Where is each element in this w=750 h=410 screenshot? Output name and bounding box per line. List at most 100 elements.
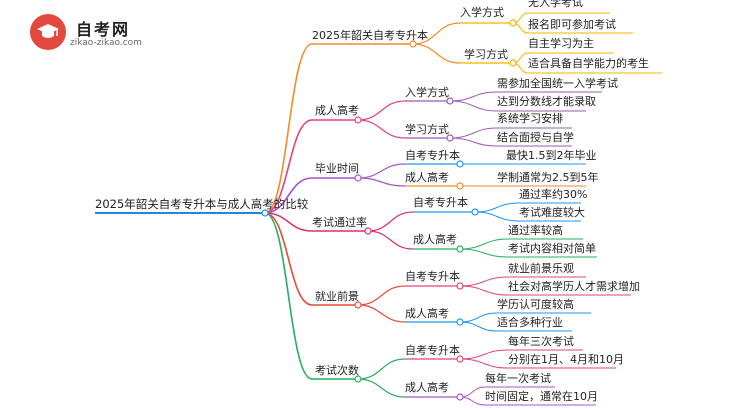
child-dot <box>446 97 454 105</box>
child-connector <box>412 43 461 64</box>
root-node: 2025年韶关自考专升本与成人高考的比较 <box>95 197 309 217</box>
leaf-label: 最快1.5到2年毕业 <box>506 148 597 162</box>
child-label: 入学方式 <box>460 5 504 19</box>
leaf-node: 需参加全国统一入学考试 达到分数线才能录取 <box>497 76 618 108</box>
leaf-connector <box>459 312 498 323</box>
site-logo[interactable]: 自考网 zikao-zikao.com <box>30 14 160 54</box>
child-dot <box>509 19 517 27</box>
child-node[interactable]: 入学方式 <box>405 85 449 99</box>
leaf-label: 时间固定，通常在10月 <box>485 389 598 403</box>
child-label: 成人高考 <box>413 232 457 246</box>
leaf-label: 适合多种行业 <box>497 315 563 329</box>
branch-node[interactable]: 毕业时间 <box>315 162 359 175</box>
root-dot <box>261 209 269 217</box>
leaf-connector <box>459 358 509 369</box>
child-connector <box>412 22 461 45</box>
leaf-label: 通过率较高 <box>508 223 563 237</box>
leaf-label: 达到分数线才能录取 <box>497 94 596 108</box>
leaf-node: 每年一次考试 时间固定，通常在10月 <box>485 371 598 403</box>
child-dot <box>456 182 464 190</box>
child-node[interactable]: 成人高考 <box>413 232 457 246</box>
child-dot <box>456 282 464 290</box>
branch-dot <box>409 40 417 48</box>
leaf-connector <box>449 91 498 102</box>
child-node[interactable]: 自考专升本 <box>405 343 460 357</box>
leaf-node: 系统学习安排 结合面授与自学 <box>497 111 574 144</box>
child-node[interactable]: 自考专升本 <box>405 269 460 283</box>
leaf-label: 学制通常为2.5到5年 <box>497 170 599 184</box>
leaf-label: 无入学考试 <box>528 0 583 9</box>
child-node[interactable]: 自考专升本 <box>405 148 460 162</box>
child-connector <box>357 177 406 187</box>
child-connector <box>357 304 406 323</box>
branch-node[interactable]: 成人高考 <box>315 103 359 117</box>
child-dot <box>446 134 454 142</box>
leaf-label: 需参加全国统一入学考试 <box>497 76 618 90</box>
child-connector <box>357 358 406 380</box>
child-dot <box>456 355 464 363</box>
child-node[interactable]: 成人高考 <box>405 306 449 320</box>
leaf-connector <box>449 127 498 139</box>
branch-label: 就业前景 <box>315 289 359 303</box>
leaf-label: 社会对高学历人才需求增加 <box>508 279 640 293</box>
leaf-connector <box>449 100 498 112</box>
child-node[interactable]: 成人高考 <box>405 380 449 394</box>
leaf-label: 自主学习为主 <box>528 36 594 50</box>
leaf-node: 就业前景乐观 社会对高学历人才需求增加 <box>508 261 640 293</box>
child-dot <box>471 208 479 216</box>
branch-label: 毕业时间 <box>315 162 359 175</box>
leaf-connector <box>459 396 486 406</box>
leaf-connector <box>459 285 509 296</box>
logo-badge <box>30 14 66 50</box>
leaf-label: 学历认可度较高 <box>497 297 574 311</box>
leaf-connector <box>459 248 509 258</box>
leaf-node: 最快1.5到2年毕业 <box>506 148 597 162</box>
branch-connector <box>264 177 313 214</box>
branch-connector <box>264 119 313 214</box>
child-connector <box>367 211 414 232</box>
child-connector <box>357 378 406 398</box>
child-node[interactable]: 学习方式 <box>405 122 449 136</box>
branch-label: 考试通过率 <box>312 215 367 229</box>
leaf-node: 学制通常为2.5到5年 <box>497 170 599 184</box>
leaf-connector <box>474 211 520 222</box>
leaf-connector <box>474 202 520 213</box>
child-label: 学习方式 <box>464 47 508 61</box>
child-node[interactable]: 成人高考 <box>405 170 449 184</box>
graduation-cap-icon <box>37 24 59 38</box>
branch-dot <box>354 375 362 383</box>
leaf-node: 通过率约30% 考试难度较大 <box>519 187 587 219</box>
child-connector <box>367 230 414 250</box>
branch-node[interactable]: 就业前景 <box>315 289 359 303</box>
branch-node[interactable]: 考试次数 <box>315 363 359 377</box>
branch-connector <box>264 212 313 380</box>
leaf-label: 每年一次考试 <box>485 371 551 385</box>
leaf-connector <box>459 276 509 287</box>
logo-url: zikao-zikao.com <box>70 38 142 48</box>
child-label: 学习方式 <box>405 122 449 136</box>
child-dot <box>456 245 464 253</box>
branch-node[interactable]: 2025年韶关自考专升本 <box>312 28 428 42</box>
leaf-label: 报名即可参加考试 <box>528 17 616 31</box>
leaf-label: 分别在1月、4月和10月 <box>508 353 624 366</box>
branch-dot <box>354 301 362 309</box>
child-dot <box>509 59 517 67</box>
child-node[interactable]: 自考专升本 <box>413 195 468 209</box>
branch-dot <box>354 116 362 124</box>
child-node[interactable]: 入学方式 <box>460 5 504 19</box>
branch-label: 考试次数 <box>315 363 359 377</box>
child-label: 入学方式 <box>405 85 449 99</box>
leaf-connector <box>449 137 498 147</box>
child-node[interactable]: 学习方式 <box>464 47 508 61</box>
root-label: 2025年韶关自考专升本与成人高考的比较 <box>95 197 309 211</box>
leaf-node: 自主学习为主 适合具备自学能力的考生 <box>528 36 649 70</box>
branch-node[interactable]: 考试通过率 <box>312 215 367 229</box>
leaf-node: 无入学考试 报名即可参加考试 <box>528 0 616 31</box>
child-connector <box>357 100 406 121</box>
child-label: 成人高考 <box>405 306 449 320</box>
child-connector <box>357 119 406 139</box>
branch-connector <box>264 212 313 232</box>
leaf-label: 结合面授与自学 <box>497 130 574 144</box>
child-label: 自考专升本 <box>405 148 460 162</box>
